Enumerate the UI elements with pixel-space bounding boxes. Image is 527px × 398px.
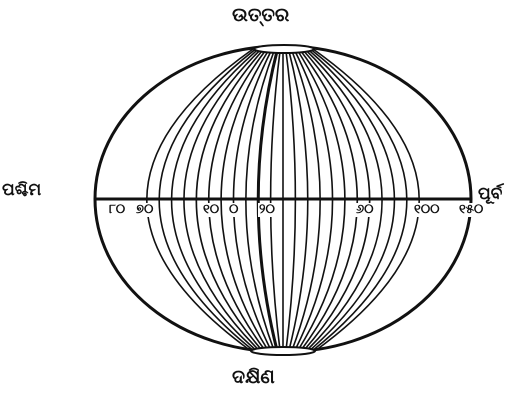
north-label: ଉତ୍ତର bbox=[232, 4, 289, 26]
north-pole-cap bbox=[254, 45, 314, 53]
equator-tick-label: ୦ bbox=[228, 203, 239, 217]
equator-tick-label: ୮୦ bbox=[108, 203, 126, 217]
south-pole-cap bbox=[251, 347, 315, 355]
east-label: ପୂର୍ବ bbox=[478, 184, 502, 204]
equator-tick-label: ୧୦୦ bbox=[413, 203, 441, 217]
west-label: ପଶ୍ଚିମ bbox=[2, 180, 41, 200]
south-label: ଦକ୍ଷିଣ bbox=[232, 366, 275, 388]
equator-tick-label: ୧୦ bbox=[202, 203, 220, 217]
equator-tick-label: ୬୦ bbox=[355, 203, 375, 217]
equator-tick-label: ୧୫୦ bbox=[458, 203, 484, 217]
equator-tick-label: ୨୦ bbox=[258, 203, 276, 217]
equator-tick-label: ୭୦ bbox=[135, 203, 154, 217]
